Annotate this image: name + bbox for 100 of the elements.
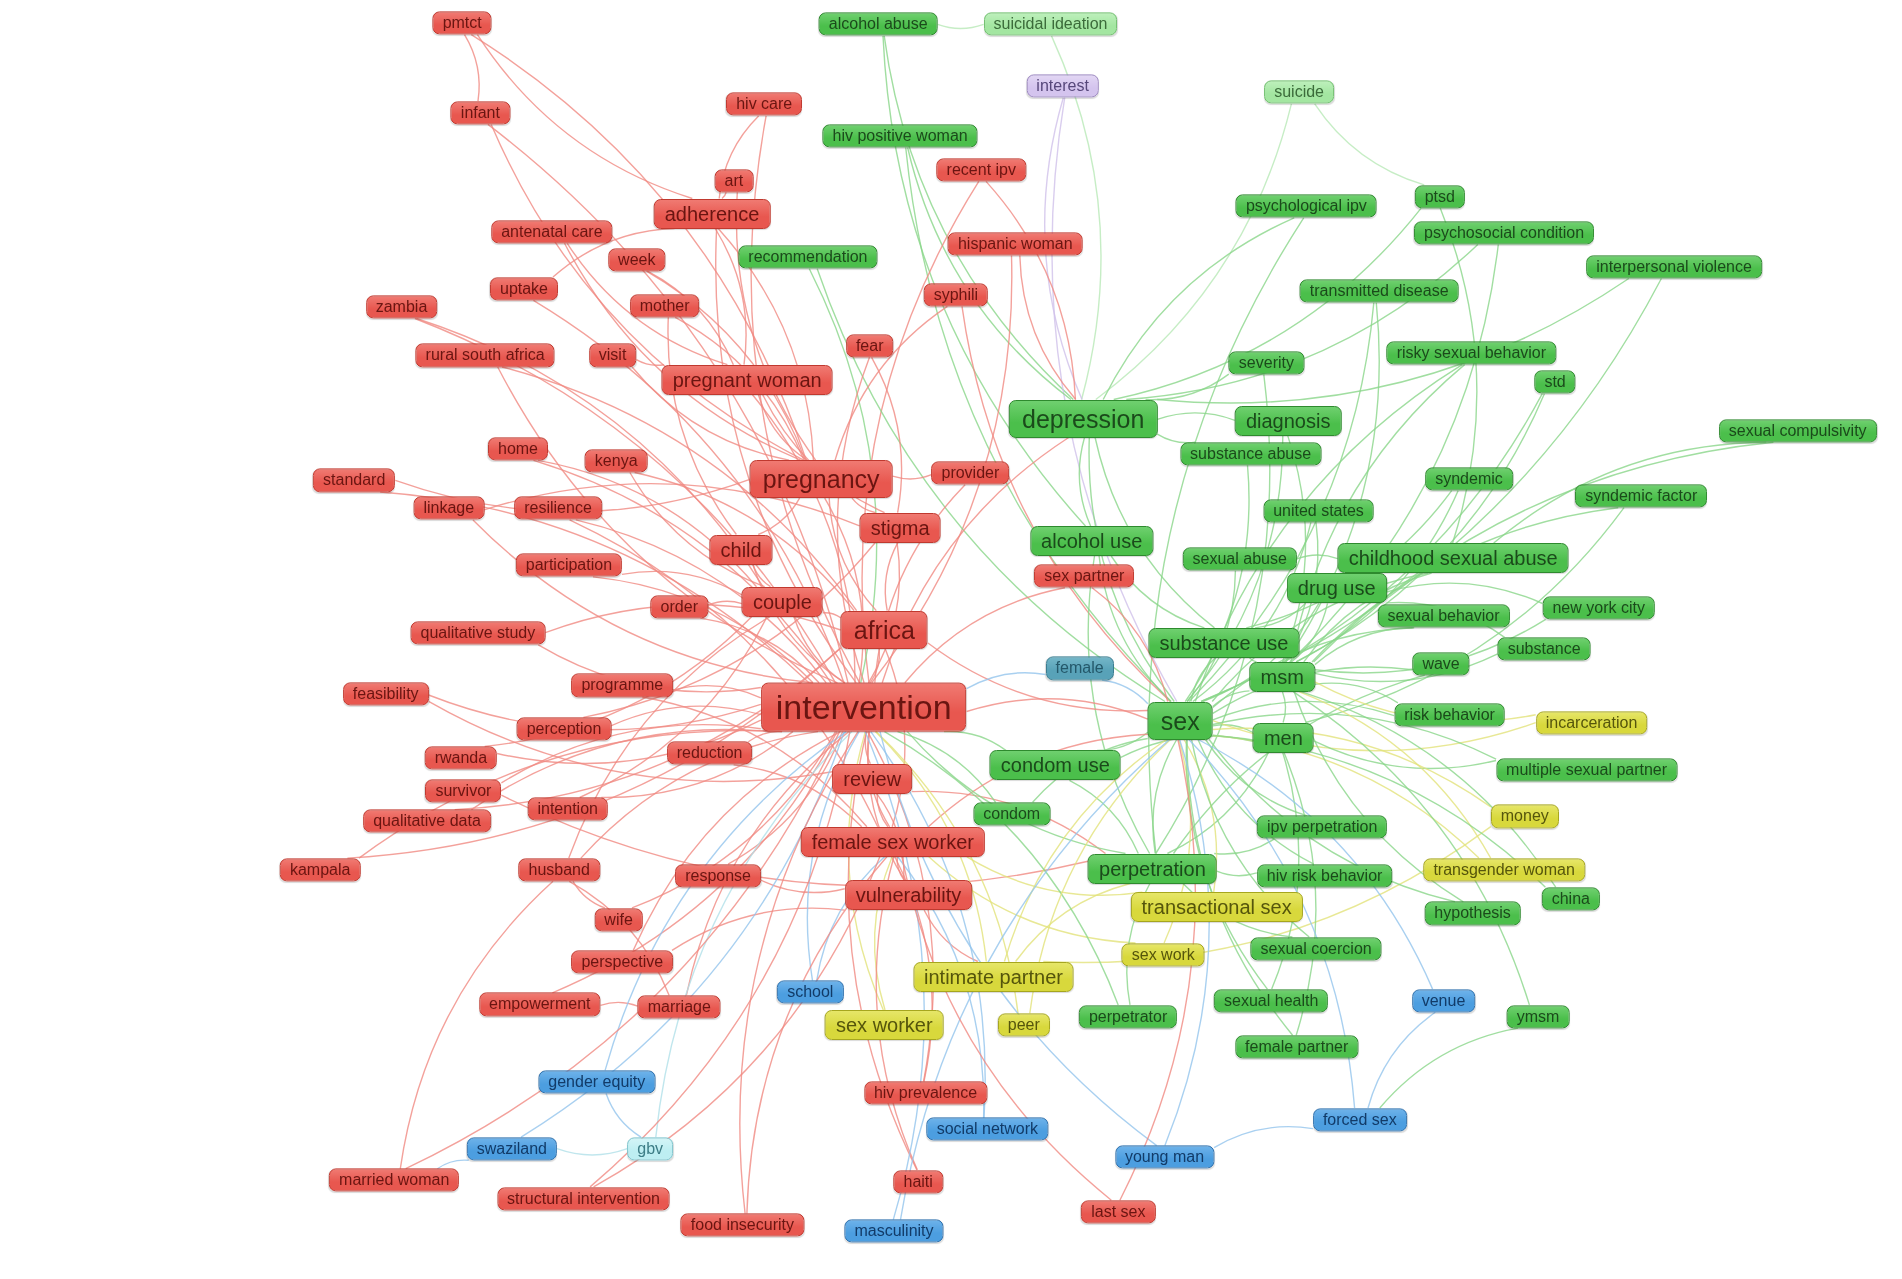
keyword-label: provider <box>931 461 1010 485</box>
keyword-label: drug use <box>1286 573 1387 604</box>
keyword-label: transmitted disease <box>1299 279 1459 303</box>
keyword-label: syphili <box>923 283 989 307</box>
keyword-label: perpetration <box>1088 853 1217 884</box>
keyword-label: alcohol use <box>1030 526 1154 556</box>
keyword-label: intention <box>527 797 608 821</box>
keyword-label: participation <box>515 553 623 577</box>
keyword-label: suicide <box>1264 80 1334 104</box>
keyword-label: structural intervention <box>497 1186 670 1211</box>
keyword-label: interest <box>1026 74 1099 98</box>
keyword-label: hypothesis <box>1424 901 1521 925</box>
keyword-label: forced sex <box>1312 1108 1407 1132</box>
keyword-label: peer <box>997 1013 1050 1037</box>
keyword-label: africa <box>840 610 928 649</box>
keyword-label: female sex worker <box>800 826 985 857</box>
keyword-label: condom use <box>989 750 1121 781</box>
keyword-label: gender equity <box>538 1070 656 1094</box>
keyword-label: intervention <box>760 682 967 732</box>
keyword-label: zambia <box>365 295 438 319</box>
keyword-label: married woman <box>329 1168 460 1192</box>
keyword-label: marriage <box>637 995 721 1019</box>
keyword-label: resilience <box>514 496 602 520</box>
keyword-label: china <box>1541 887 1600 911</box>
keyword-label: standard <box>313 468 396 492</box>
keyword-label: sex partner <box>1034 564 1135 588</box>
keyword-label: mother <box>629 294 700 318</box>
keyword-label: diagnosis <box>1234 405 1342 436</box>
keyword-label: vulnerability <box>844 880 973 911</box>
keyword-label: condom <box>973 802 1051 826</box>
keyword-label: pmtct <box>432 11 492 35</box>
keyword-label: art <box>714 169 754 193</box>
keyword-label: pregnancy <box>749 460 893 499</box>
keyword-label: substance <box>1497 637 1591 661</box>
keyword-label: uptake <box>490 277 558 301</box>
keyword-label: alcohol abuse <box>818 12 938 36</box>
keyword-label: sex worker <box>824 1010 944 1040</box>
keyword-label: depression <box>1009 399 1158 438</box>
keyword-label: rwanda <box>424 746 498 770</box>
keyword-label: syndemic factor <box>1575 484 1708 508</box>
keyword-label: ipv perpetration <box>1257 815 1388 839</box>
keyword-label: severity <box>1228 351 1304 375</box>
keyword-label: std <box>1534 370 1576 394</box>
keyword-label: home <box>488 437 548 461</box>
keyword-label: incarceration <box>1535 711 1648 735</box>
keyword-label: sex <box>1147 701 1213 740</box>
keyword-label: sex work <box>1121 943 1205 967</box>
keyword-label: social network <box>926 1117 1049 1141</box>
keyword-label: ymsm <box>1506 1004 1570 1029</box>
keyword-label: rural south africa <box>415 343 555 367</box>
keyword-label: risky sexual behavior <box>1386 341 1557 365</box>
keyword-label: psychosocial condition <box>1414 221 1595 245</box>
keyword-label: qualitative data <box>363 809 491 833</box>
keyword-label: visit <box>588 343 637 367</box>
keyword-label: hiv care <box>726 92 803 116</box>
keyword-label: week <box>608 248 666 272</box>
keyword-label: syndemic <box>1425 467 1513 491</box>
keyword-label: venue <box>1411 989 1476 1013</box>
keyword-label: kenya <box>584 449 648 473</box>
keyword-label: order <box>650 594 708 619</box>
keyword-label: perception <box>516 717 612 741</box>
keyword-label: perpetrator <box>1078 1004 1178 1029</box>
keyword-label: food insecurity <box>680 1213 804 1237</box>
keyword-label: adherence <box>653 198 771 229</box>
keyword-label: recommendation <box>738 245 878 269</box>
keyword-label: empowerment <box>479 992 601 1016</box>
keyword-label: sexual coercion <box>1250 937 1382 961</box>
keyword-label: sexual health <box>1214 989 1329 1013</box>
keyword-label: perspective <box>571 950 674 974</box>
keyword-label: recent ipv <box>936 158 1026 182</box>
keyword-label: new york city <box>1542 596 1655 620</box>
keyword-label: sexual compulsivity <box>1718 419 1877 443</box>
keyword-label: hiv risk behavior <box>1256 864 1393 888</box>
keyword-label: transactional sex <box>1130 892 1303 923</box>
keyword-label: sexual abuse <box>1182 547 1297 571</box>
keyword-label: money <box>1490 804 1559 828</box>
keyword-label: kampala <box>279 858 361 882</box>
keyword-label: suicidal ideation <box>983 12 1118 36</box>
keyword-label: last sex <box>1081 1200 1156 1224</box>
keyword-label: husband <box>518 858 600 882</box>
keyword-label: fear <box>845 334 894 358</box>
keyword-label: female partner <box>1235 1035 1359 1059</box>
keyword-label: multiple sexual partner <box>1496 758 1678 782</box>
keyword-label: pregnant woman <box>661 364 833 395</box>
keyword-label: risk behavior <box>1394 702 1505 727</box>
keyword-label: survivor <box>425 779 502 803</box>
keyword-label: msm <box>1249 661 1315 692</box>
keyword-label: young man <box>1114 1145 1215 1169</box>
keyword-label: hiv prevalence <box>863 1081 988 1105</box>
keyword-label: wife <box>594 907 643 932</box>
keyword-label: female <box>1045 656 1114 680</box>
keyword-label: substance use <box>1148 627 1300 658</box>
keyword-label: school <box>777 980 844 1004</box>
keyword-label: infant <box>450 101 510 125</box>
keyword-label: programme <box>571 673 674 697</box>
keyword-label: wave <box>1412 651 1470 676</box>
keyword-label: stigma <box>859 512 941 543</box>
keyword-label: childhood sexual abuse <box>1337 543 1569 573</box>
keyword-label: interpersonal violence <box>1586 255 1762 279</box>
keyword-label: intimate partner <box>913 961 1074 992</box>
